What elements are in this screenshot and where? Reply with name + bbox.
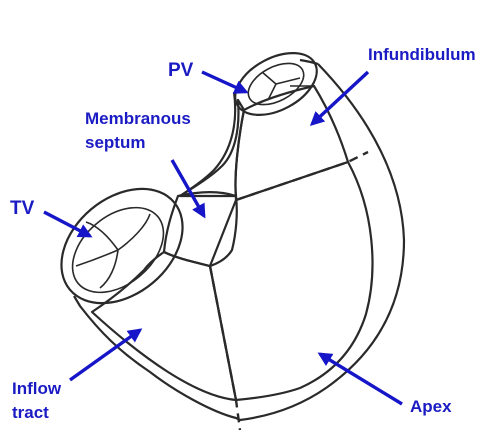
- infundibulum-region: [235, 86, 348, 200]
- arrow-inflow-tract: [70, 330, 140, 380]
- label-apex: Apex: [410, 397, 452, 416]
- label-inflow-line1: Inflow: [12, 379, 62, 398]
- label-tv: TV: [10, 198, 35, 219]
- label-pv: PV: [168, 60, 194, 81]
- inflow-tract-region: [92, 252, 236, 400]
- label-membranous-line1: Membranous: [85, 109, 191, 128]
- pv-tube: [180, 92, 235, 196]
- label-membranous-line2: septum: [85, 133, 145, 152]
- apex-region: [210, 162, 372, 400]
- tricuspid-valve-ring: [39, 166, 205, 327]
- arrow-apex: [320, 354, 402, 404]
- label-inflow-line2: tract: [12, 403, 49, 422]
- label-infundibulum: Infundibulum: [368, 45, 476, 64]
